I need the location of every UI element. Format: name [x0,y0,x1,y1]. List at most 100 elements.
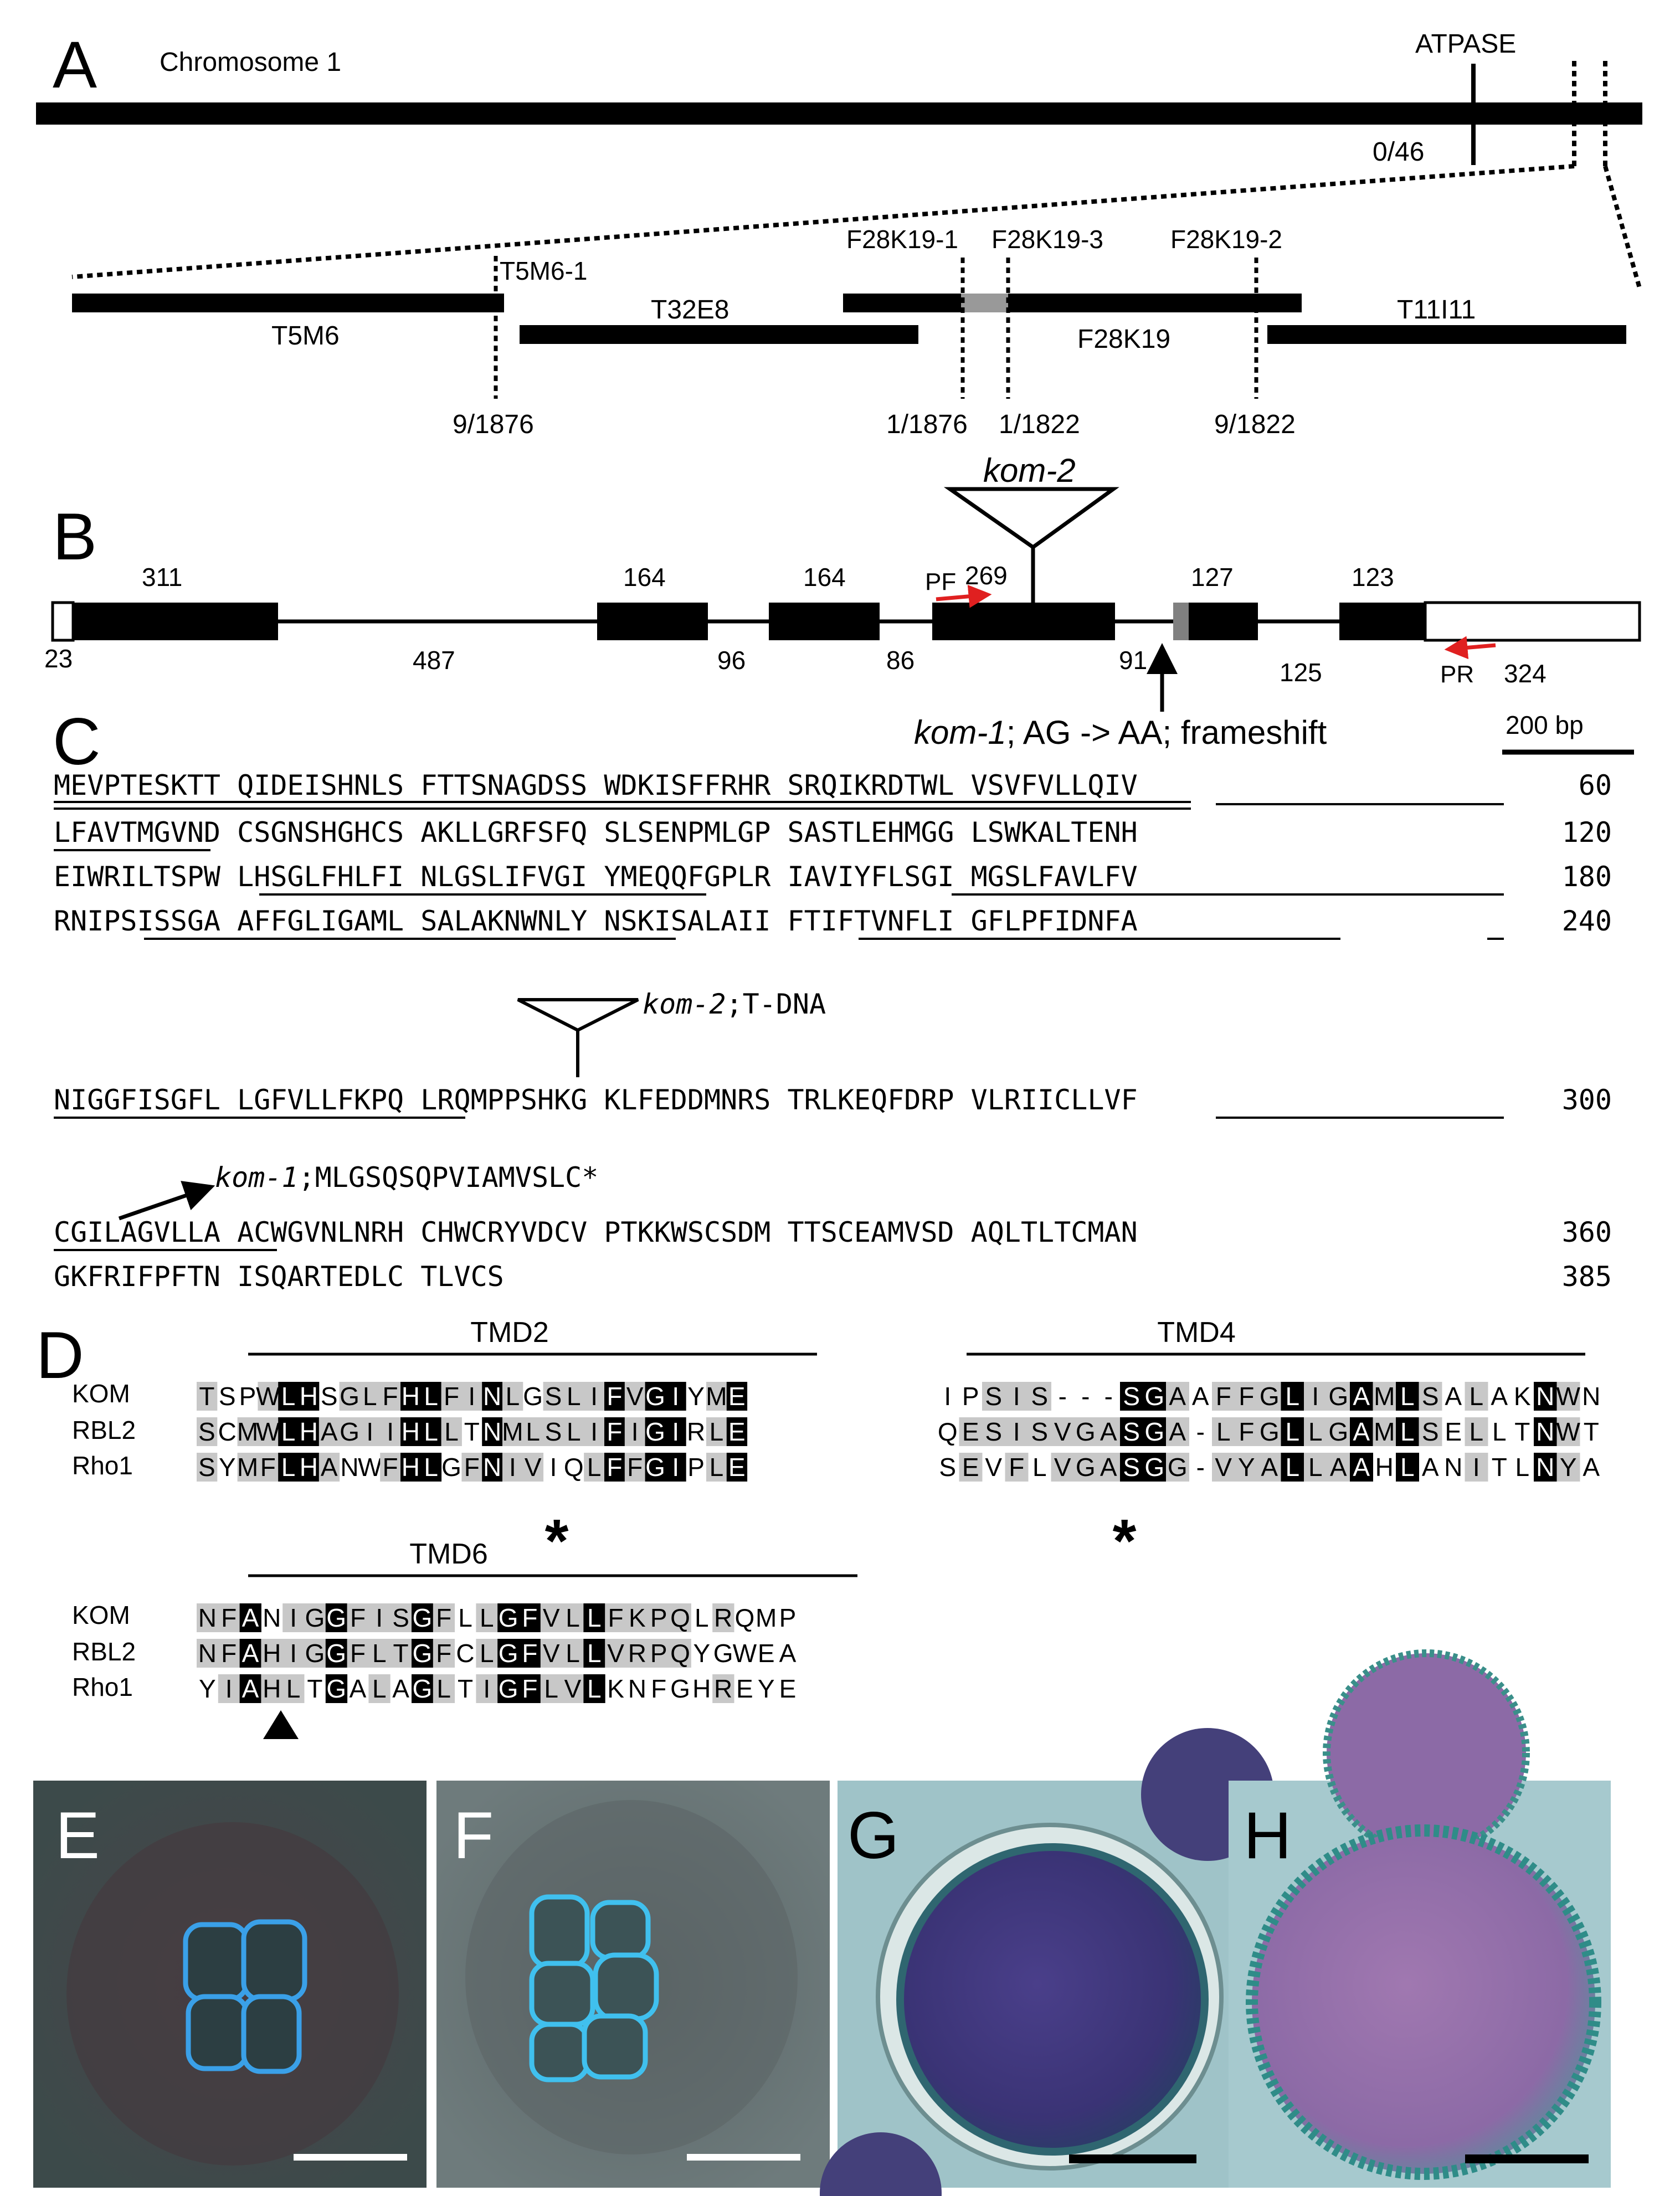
residue: N [483,1453,501,1482]
panel-label-f: F [453,1798,494,1873]
residue-shading [482,1382,503,1411]
residue: I [387,1417,394,1446]
alignment-tmd2: TSSSCYPMMWWFLLLHHHSAAGGNLIWFIFHHHLLLFLGI… [197,1382,748,1482]
residue: S [392,1603,409,1632]
residue-shading [669,1603,691,1632]
polyad-callose-walls [529,1894,659,2082]
residue: N [483,1382,501,1411]
residue-shading [1097,1417,1121,1446]
residue: S [1123,1382,1140,1411]
residue-shading [1373,1382,1396,1411]
residue: L [695,1603,709,1632]
residue-shading [368,1639,391,1668]
residue-shading [543,1382,564,1411]
panel-label-h: H [1244,1798,1292,1873]
kom-1-allele: kom-1 [215,1161,299,1194]
exon-size-2: 164 [623,563,666,592]
residue: N [1536,1382,1554,1411]
residue: A [1330,1453,1347,1482]
exon-6 [1339,603,1425,640]
residue-shading [519,1639,541,1668]
residue-shading [239,1603,261,1632]
bac-f28k19-interval [961,294,1008,312]
residue-shading [1534,1382,1557,1411]
residue-shading [359,1382,381,1411]
residue: G [340,1417,359,1446]
residue: H [1375,1453,1394,1482]
residue-shading [1235,1417,1258,1446]
residue-shading [1120,1417,1143,1446]
residue: L [424,1453,438,1482]
residue-shading [1028,1417,1051,1446]
residue-shading [282,1674,305,1703]
residue: E [962,1453,979,1482]
residue-shading [1327,1417,1350,1446]
residue: F [221,1603,237,1632]
residue: F [350,1639,366,1668]
residue: L [480,1603,494,1632]
sequence-number: 360 [1562,1216,1612,1248]
residue: L [1308,1417,1323,1446]
sequence-line-7: GKFRIFPFTN ISQARTEDLC TLVCS 385 [54,1261,1612,1293]
sequence-line-3: EIWRILTSPW LHSGLFHLFI NLGSLIFVGI YMEQQFG… [54,861,1612,893]
tetrad-callose-walls [183,1919,307,2074]
residue: I [550,1453,557,1482]
marker-ratio-f28k19-1: 1/1876 [886,410,968,439]
residue-shading [1258,1417,1281,1446]
kom-2-insertion-label: kom-2 [983,452,1076,489]
residue-shading [1143,1417,1167,1446]
residue: A [1583,1453,1600,1482]
residue: M [237,1453,258,1482]
residue: E [728,1382,746,1411]
residue-shading [1235,1382,1258,1411]
residue: T [464,1417,480,1446]
intron-size-5: 125 [1280,658,1322,687]
residue-shading [318,1453,340,1482]
residue: N [1582,1382,1600,1411]
residue: G [413,1674,433,1703]
sequence-line-2: LFAVTMGVND CSGNSHGHCS AKLLGRFSFQ SLSENPM… [54,816,1612,848]
residue: A [1100,1453,1117,1482]
residue-shading [1212,1382,1235,1411]
residue-shading [339,1417,360,1446]
panel-label-b: B [53,500,97,574]
residue-shading [325,1603,348,1632]
exon-size-5: 127 [1191,563,1234,592]
residue-shading [1465,1382,1488,1411]
residue-shading [433,1603,455,1632]
pollen-grain [896,1843,1209,2156]
residue: L [566,1639,580,1668]
residue: L [424,1417,438,1446]
residue: L [526,1417,540,1446]
exon-5-mutated-part [1173,603,1189,640]
residue-shading [1556,1417,1580,1446]
residue: E [736,1674,753,1703]
residue-shading [1051,1417,1075,1446]
residue: G [499,1639,518,1668]
sequence-text: LFAVTMGVND CSGNSHGHCS AKLLGRFSFQ SLSENPM… [54,816,1138,848]
residue: I [1013,1382,1020,1411]
residue: T [393,1639,409,1668]
panel-b: B kom-2 311 164 164 PF 269 127 123 23 48… [44,452,1641,755]
residue: E [779,1674,797,1703]
residue: I [468,1382,475,1411]
intron-size-3: 86 [886,646,915,675]
residue-shading [706,1417,727,1446]
residue: S [545,1417,562,1446]
residue: G [713,1639,733,1668]
residue: G [1260,1417,1280,1446]
primer-reverse-arrow [1444,636,1496,660]
residue-shading [1350,1382,1373,1411]
bac-t11i11 [1267,325,1626,344]
panel-label-c: C [53,704,101,779]
residue-shading [197,1417,218,1446]
residue-shading [282,1639,305,1668]
residue: H [263,1674,281,1703]
residue-shading [605,1639,627,1668]
panel-e: E [33,1781,427,2188]
residue-shading [1051,1453,1075,1482]
residue: V [564,1674,582,1703]
exon-2 [597,603,708,640]
residue: F [607,1453,622,1482]
sequence-number: 300 [1562,1084,1612,1116]
